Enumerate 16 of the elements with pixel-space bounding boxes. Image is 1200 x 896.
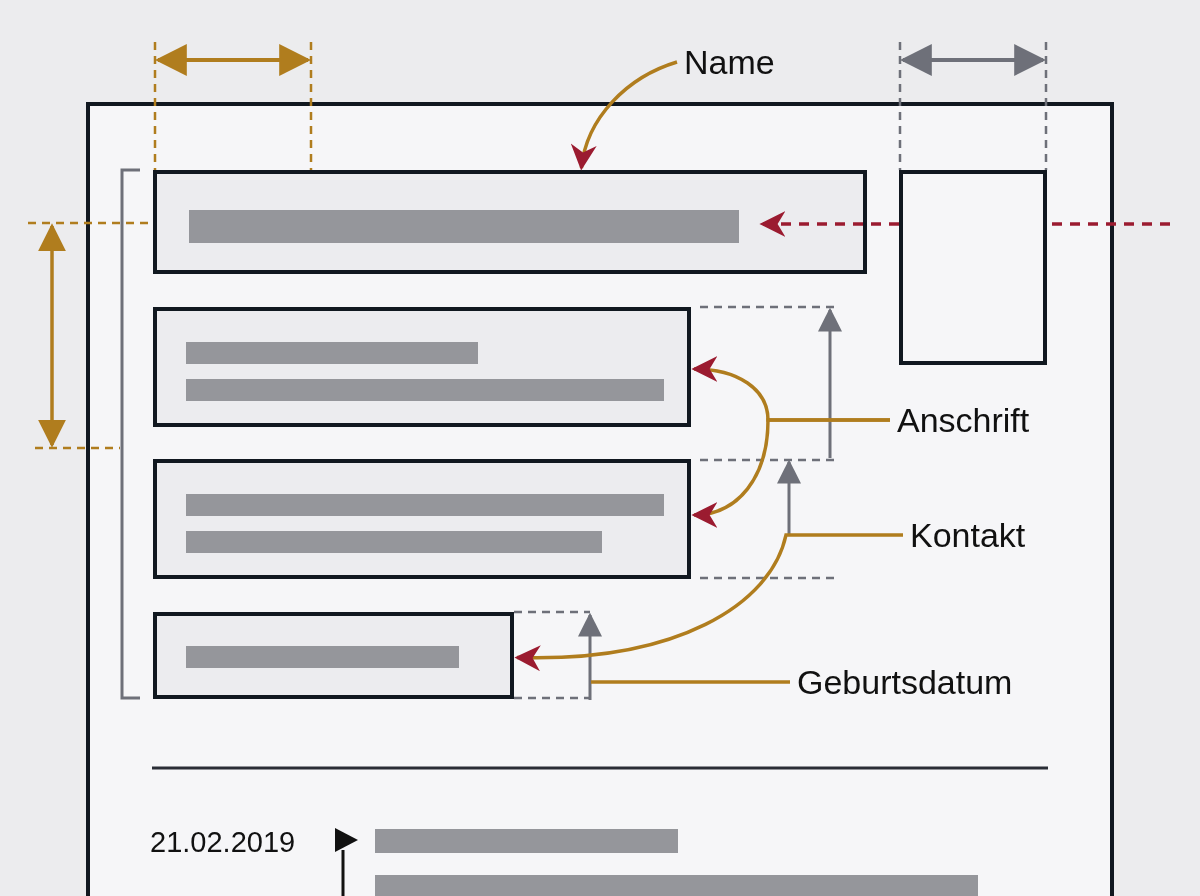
form-field-box (153, 459, 691, 579)
callout-label: Anschrift (897, 400, 1030, 440)
document-page (86, 102, 1114, 896)
arrow (572, 60, 678, 171)
form-field-box (153, 170, 867, 274)
form-field-box (153, 307, 691, 427)
arrow (691, 418, 890, 527)
arrow (514, 533, 903, 671)
callout-label: Name (684, 42, 775, 82)
photo-placeholder-box (899, 170, 1047, 365)
callout-label: Kontakt (910, 515, 1026, 555)
callout-label: Geburtsdatum (797, 662, 1013, 702)
form-field-box (153, 612, 514, 699)
date-text: 21.02.2019 (150, 825, 296, 860)
arrow (759, 211, 1172, 237)
leader-line (591, 680, 790, 684)
